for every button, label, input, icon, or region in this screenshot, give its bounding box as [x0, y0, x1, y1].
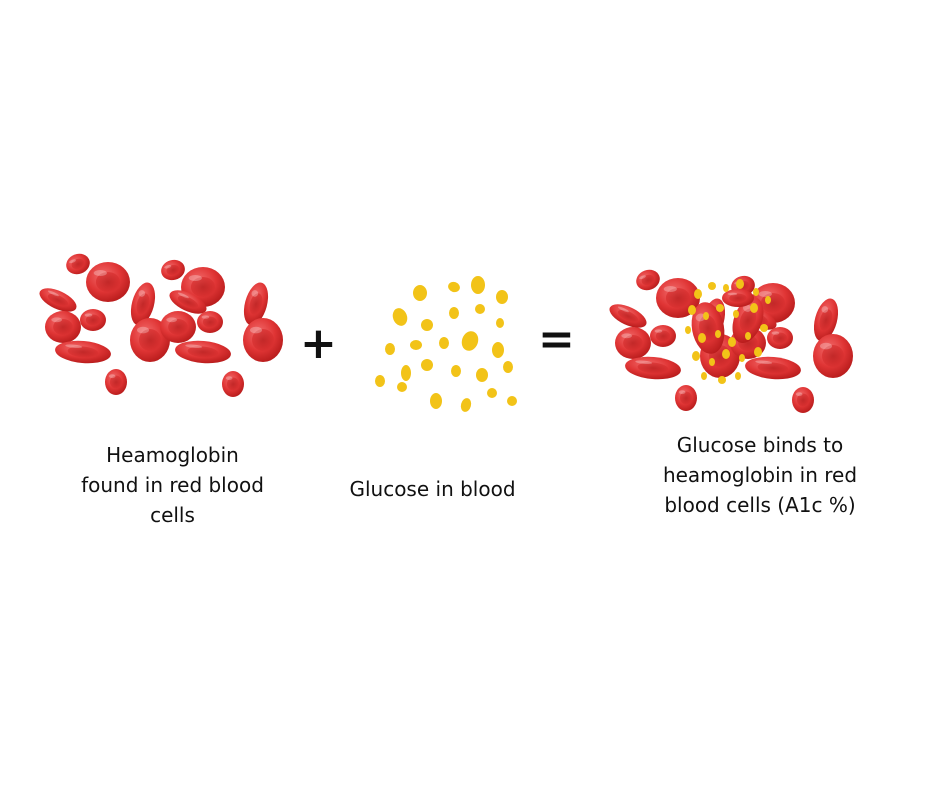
- glucose-particle: [460, 398, 472, 412]
- glucose-particle: [765, 296, 771, 304]
- glucose-particle: [410, 340, 422, 350]
- glucose-particle: [507, 396, 517, 406]
- red-blood-cell: [160, 311, 196, 343]
- hemoglobin-caption: Heamoglobin found in red blood cells: [60, 440, 285, 530]
- glucose-particle: [750, 303, 758, 313]
- red-blood-cell: [66, 253, 90, 275]
- red-blood-cell: [722, 289, 754, 307]
- red-blood-cell: [55, 340, 111, 364]
- caption-line: found in red blood: [81, 473, 264, 497]
- red-blood-cell: [636, 269, 660, 291]
- glucose-particle: [449, 307, 459, 319]
- caption-line: heamoglobin in red: [662, 463, 858, 487]
- red-blood-cell: [813, 334, 853, 378]
- red-blood-cell: [243, 282, 269, 326]
- glucose-particle: [733, 310, 739, 318]
- glucose-particle: [723, 284, 729, 292]
- glucose-particle: [694, 289, 702, 299]
- glucose-particle: [718, 376, 726, 384]
- glucose-particle: [375, 375, 385, 387]
- glucose-particle: [503, 361, 513, 373]
- caption-line: Heamoglobin: [106, 443, 239, 467]
- red-blood-cell: [650, 325, 676, 347]
- caption-line: cells: [150, 503, 195, 527]
- glucose-particle: [439, 337, 449, 349]
- glucose-particle: [701, 372, 707, 380]
- glucose-particle: [716, 304, 724, 312]
- glucose-particles-image: [375, 276, 517, 412]
- plus-sign: +: [300, 318, 337, 369]
- caption-line: blood cells (A1c %): [664, 493, 856, 517]
- glucose-particle: [397, 382, 407, 392]
- glucose-particle: [692, 351, 700, 361]
- red-blood-cell: [243, 318, 283, 362]
- glucose-particle: [728, 337, 736, 347]
- glucose-particle: [760, 324, 768, 332]
- glucose-particle: [421, 359, 433, 371]
- red-blood-cell: [792, 387, 814, 413]
- glucose-particle: [754, 347, 762, 357]
- red-blood-cell: [130, 318, 170, 362]
- red-blood-cell: [39, 288, 77, 312]
- glucose-particle: [385, 343, 395, 355]
- red-blood-cell: [745, 356, 801, 380]
- glucose-particle: [492, 342, 504, 358]
- red-blood-cell: [105, 369, 127, 395]
- hemoglobin-cells-illustration: [38, 242, 288, 407]
- glucose-particle: [421, 319, 433, 331]
- glucose-particle: [708, 282, 716, 290]
- red-blood-cell: [169, 290, 207, 314]
- bound-caption: Glucose binds to heamoglobin in red bloo…: [640, 430, 880, 520]
- red-blood-cell: [161, 259, 185, 281]
- glucose-particle: [413, 285, 427, 301]
- glucose-particle: [685, 326, 691, 334]
- glucose-particle: [448, 281, 460, 293]
- glucose-particle: [430, 393, 442, 409]
- caption-line: Glucose binds to: [676, 433, 844, 457]
- glucose-particle: [451, 365, 461, 377]
- bound-cells-image: [609, 269, 853, 413]
- glucose-particle: [496, 318, 504, 328]
- glucose-particle: [739, 354, 745, 362]
- red-blood-cell: [86, 262, 130, 302]
- glucose-particle: [471, 276, 485, 294]
- red-blood-cell: [625, 356, 681, 380]
- glucose-particle: [698, 333, 706, 343]
- glucose-particle: [736, 279, 744, 289]
- glucose-particle: [461, 331, 479, 351]
- red-blood-cell: [175, 340, 231, 364]
- glucose-particle: [401, 365, 411, 381]
- caption-line: Glucose in blood: [349, 477, 516, 501]
- glucose-particle: [753, 288, 759, 296]
- glycated-hemoglobin-illustration: [608, 258, 858, 423]
- glucose-particle: [735, 372, 741, 380]
- glucose-particle: [722, 349, 730, 359]
- red-blood-cell: [675, 385, 697, 411]
- glucose-particle: [476, 368, 488, 382]
- red-blood-cell: [45, 311, 81, 343]
- red-blood-cell: [197, 311, 223, 333]
- red-blood-cell: [767, 327, 793, 349]
- glucose-particle: [475, 304, 485, 314]
- glucose-particle: [487, 388, 497, 398]
- red-blood-cells-image: [39, 253, 283, 397]
- red-blood-cell: [130, 282, 156, 326]
- glucose-particle: [496, 290, 508, 304]
- red-blood-cell: [615, 327, 651, 359]
- glucose-particle: [745, 332, 751, 340]
- red-blood-cell: [609, 304, 647, 328]
- glucose-particle: [715, 330, 721, 338]
- glucose-particle: [392, 308, 408, 326]
- red-blood-cell: [813, 298, 839, 342]
- red-blood-cell: [222, 371, 244, 397]
- glucose-particle: [709, 358, 715, 366]
- glucose-caption: Glucose in blood: [330, 474, 535, 504]
- glucose-particle: [688, 305, 696, 315]
- equals-sign: =: [538, 314, 575, 365]
- glucose-illustration: [372, 275, 522, 420]
- red-blood-cell: [80, 309, 106, 331]
- glucose-particle: [703, 312, 709, 320]
